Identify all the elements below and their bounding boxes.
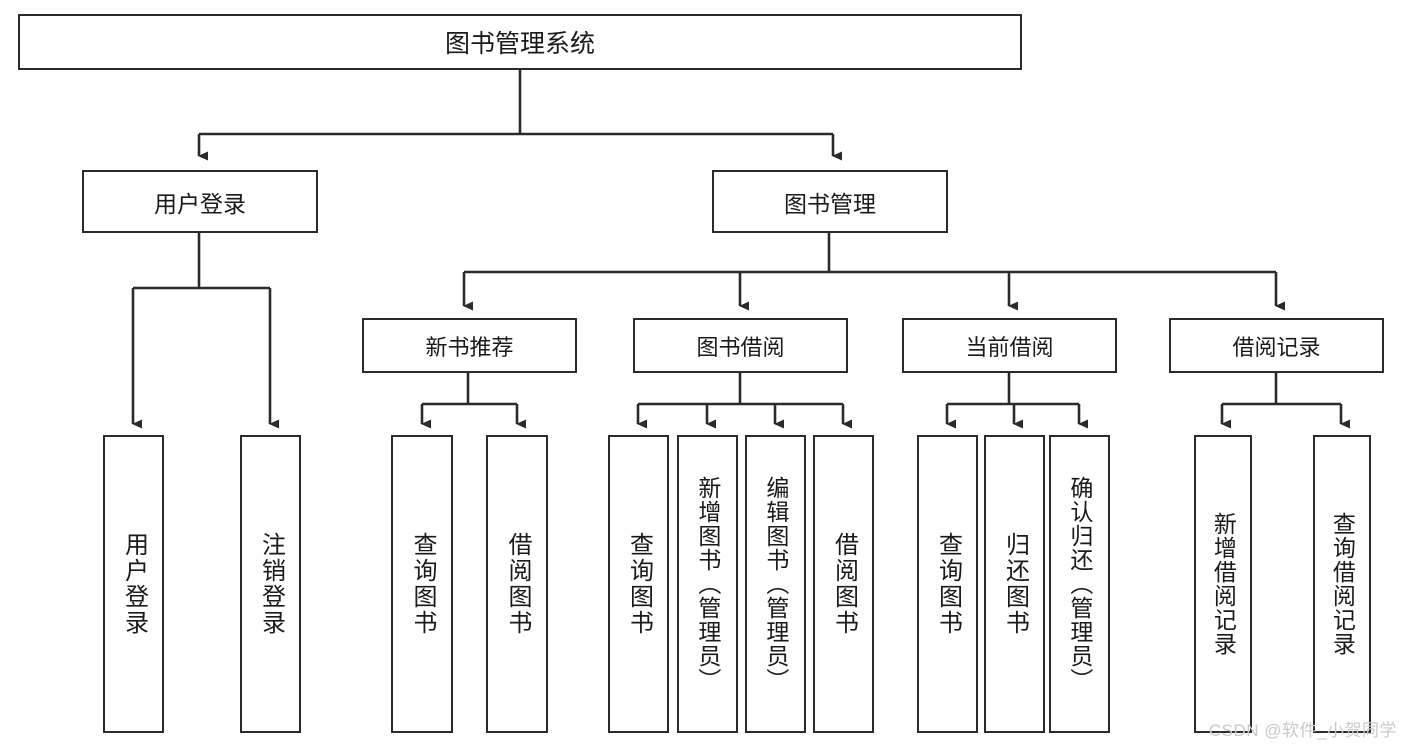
leaf-label: 用户登录: [120, 532, 148, 636]
leaf-label: 借阅图书: [830, 532, 858, 636]
leaf-current-query-book[interactable]: 查询图书: [917, 435, 978, 733]
leaf-current-confirm-return-admin[interactable]: 确认归还（管理员）: [1049, 435, 1110, 733]
leaf-label: 确认归还（管理员）: [1066, 476, 1093, 692]
csdn-watermark: CSDN @软件_小贺同学: [1208, 721, 1397, 740]
leaf-borrow-edit-book-admin[interactable]: 编辑图书（管理员）: [745, 435, 806, 733]
node-label: 图书借阅: [696, 334, 785, 360]
node-root-system[interactable]: 图书管理系统: [18, 14, 1022, 70]
leaf-record-query-record[interactable]: 查询借阅记录: [1313, 435, 1371, 733]
leaf-label: 查询图书: [934, 532, 962, 636]
leaf-borrow-query-book[interactable]: 查询图书: [608, 435, 669, 733]
leaf-borrow-borrow-book[interactable]: 借阅图书: [813, 435, 874, 733]
leaf-user-login-logout[interactable]: 注销登录: [240, 435, 301, 733]
node-label: 借阅记录: [1232, 334, 1321, 360]
node-current-borrow[interactable]: 当前借阅: [902, 318, 1117, 373]
leaf-borrow-add-book-admin[interactable]: 新增图书（管理员）: [677, 435, 738, 733]
node-borrow-record[interactable]: 借阅记录: [1169, 318, 1384, 373]
node-book-borrow[interactable]: 图书借阅: [633, 318, 848, 373]
leaf-label: 新增图书（管理员）: [694, 476, 721, 692]
leaf-label: 编辑图书（管理员）: [762, 476, 789, 692]
leaf-user-login-login[interactable]: 用户登录: [103, 435, 164, 733]
leaf-current-return-book[interactable]: 归还图书: [984, 435, 1045, 733]
leaf-label: 查询借阅记录: [1329, 512, 1356, 656]
leaf-label: 查询图书: [408, 532, 436, 636]
node-label: 新书推荐: [425, 334, 514, 360]
node-label: 当前借阅: [965, 334, 1054, 360]
node-book-management[interactable]: 图书管理: [712, 170, 948, 233]
leaf-label: 借阅图书: [503, 532, 531, 636]
leaf-label: 归还图书: [1001, 532, 1029, 636]
node-label: 用户登录: [154, 190, 246, 217]
node-label: 图书管理: [784, 190, 876, 217]
leaf-recommend-borrow-book[interactable]: 借阅图书: [486, 435, 548, 733]
leaf-label: 查询图书: [625, 532, 653, 636]
leaf-label: 注销登录: [257, 532, 285, 636]
node-user-login[interactable]: 用户登录: [82, 170, 318, 233]
leaf-recommend-query-book[interactable]: 查询图书: [391, 435, 453, 733]
node-label: 图书管理系统: [444, 30, 595, 58]
leaf-record-add-record[interactable]: 新增借阅记录: [1194, 435, 1252, 733]
node-new-book-recommend[interactable]: 新书推荐: [362, 318, 577, 373]
leaf-label: 新增借阅记录: [1210, 512, 1237, 656]
